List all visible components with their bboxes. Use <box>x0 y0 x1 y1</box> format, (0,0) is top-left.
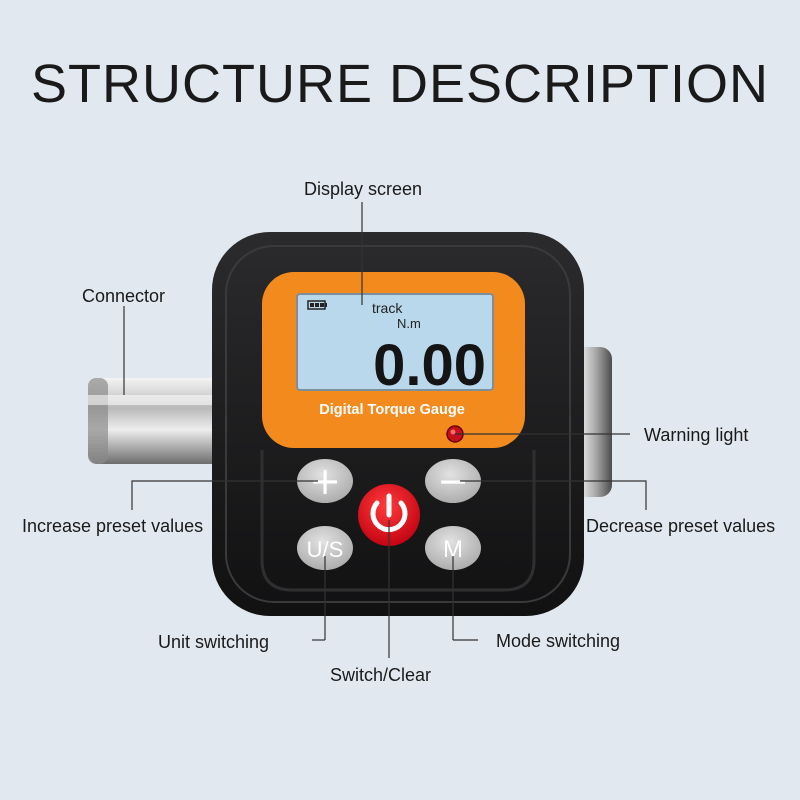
label-increase: Increase preset values <box>22 516 204 536</box>
label-connector: Connector <box>82 286 166 306</box>
connector <box>88 378 223 464</box>
label-switch-clear: Switch/Clear <box>330 665 432 685</box>
label-mode-switching: Mode switching <box>496 631 621 651</box>
label-unit-switching: Unit switching <box>158 632 270 652</box>
lcd-mode-text: track <box>372 300 403 316</box>
lcd-unit-text: N.m <box>397 316 421 331</box>
display-screen: track N.m 0.00 <box>296 293 494 398</box>
label-warning-light: Warning light <box>644 425 749 445</box>
label-display-screen: Display screen <box>304 179 423 199</box>
page-title: STRUCTURE DESCRIPTION <box>30 54 770 114</box>
battery-icon <box>307 300 327 310</box>
label-decrease: Decrease preset values <box>586 516 776 536</box>
mode-switch-button[interactable]: M <box>425 526 481 570</box>
brand-text: Digital Torque Gauge <box>319 402 465 418</box>
leader-lines <box>123 202 647 658</box>
m-label: M <box>443 536 463 563</box>
increase-button[interactable]: + <box>297 459 353 503</box>
lcd-value: 0.00 <box>373 333 486 398</box>
